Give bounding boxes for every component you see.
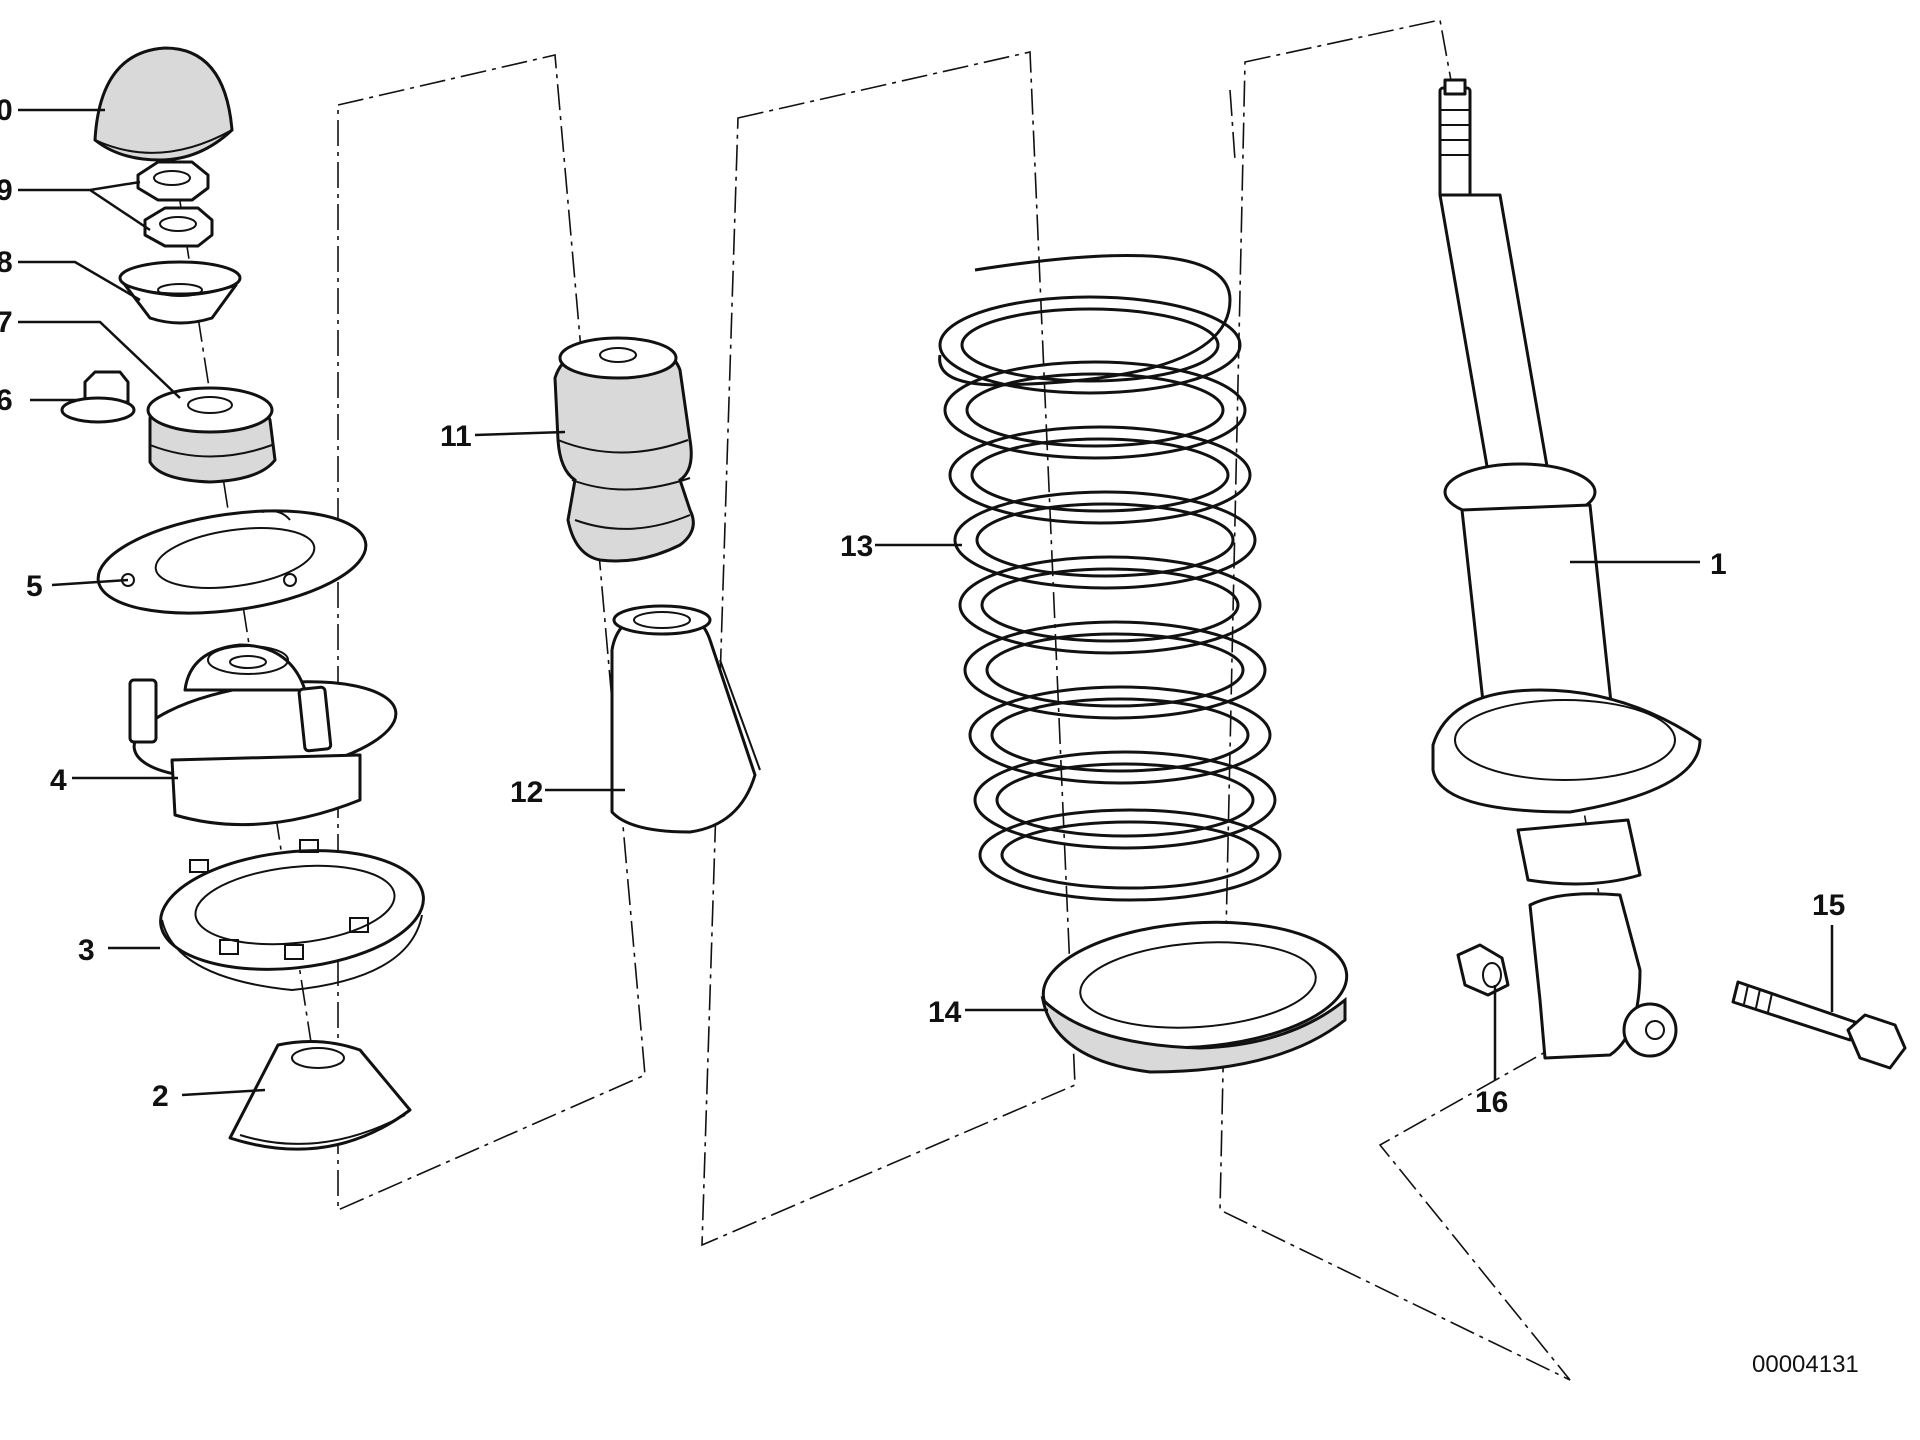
callout-10: 0 — [0, 94, 13, 127]
callout-labels: 0 9 8 7 6 5 4 3 2 11 12 13 14 1 15 16 — [0, 94, 1845, 1119]
callout-8: 8 — [0, 246, 13, 279]
part-11-bump-stop — [553, 336, 695, 563]
callout-6: 6 — [0, 384, 13, 417]
part-1-shock-absorber — [1431, 78, 1702, 1060]
callout-12: 12 — [510, 776, 543, 809]
callout-4: 4 — [50, 764, 67, 797]
part-12-dust-boot — [610, 604, 761, 834]
callout-16: 16 — [1475, 1086, 1508, 1119]
part-16-spacer-sleeve — [1456, 943, 1510, 997]
leader-lines — [18, 108, 1834, 1097]
document-number: 00004131 — [1752, 1351, 1859, 1378]
callout-7: 7 — [0, 306, 13, 339]
callout-11: 11 — [440, 420, 472, 453]
callout-1: 1 — [1710, 548, 1727, 581]
part-6-flange-nut — [60, 370, 136, 424]
callout-14: 14 — [928, 996, 962, 1029]
part-7-rubber-bushing — [146, 386, 277, 484]
part-15-bolt — [1731, 980, 1907, 1070]
callout-13: 13 — [840, 530, 873, 563]
callout-3: 3 — [78, 934, 95, 967]
part-14-spring-pad — [1040, 920, 1349, 1074]
part-10-dome-cap — [93, 46, 234, 162]
spring-coils — [938, 254, 1282, 902]
callout-9: 9 — [0, 174, 13, 207]
part-8-cup-washer — [118, 260, 242, 325]
callout-15: 15 — [1812, 889, 1845, 922]
part-4-upper-mount — [128, 643, 398, 827]
part-9-nuts — [136, 160, 214, 248]
part-3-spring-seat — [159, 839, 425, 992]
callout-5: 5 — [26, 570, 43, 603]
part-2-cone-cap — [228, 1039, 412, 1151]
part-13-coil-spring — [938, 254, 1282, 902]
part-5-plate-ring — [96, 509, 368, 615]
callout-2: 2 — [152, 1080, 169, 1113]
